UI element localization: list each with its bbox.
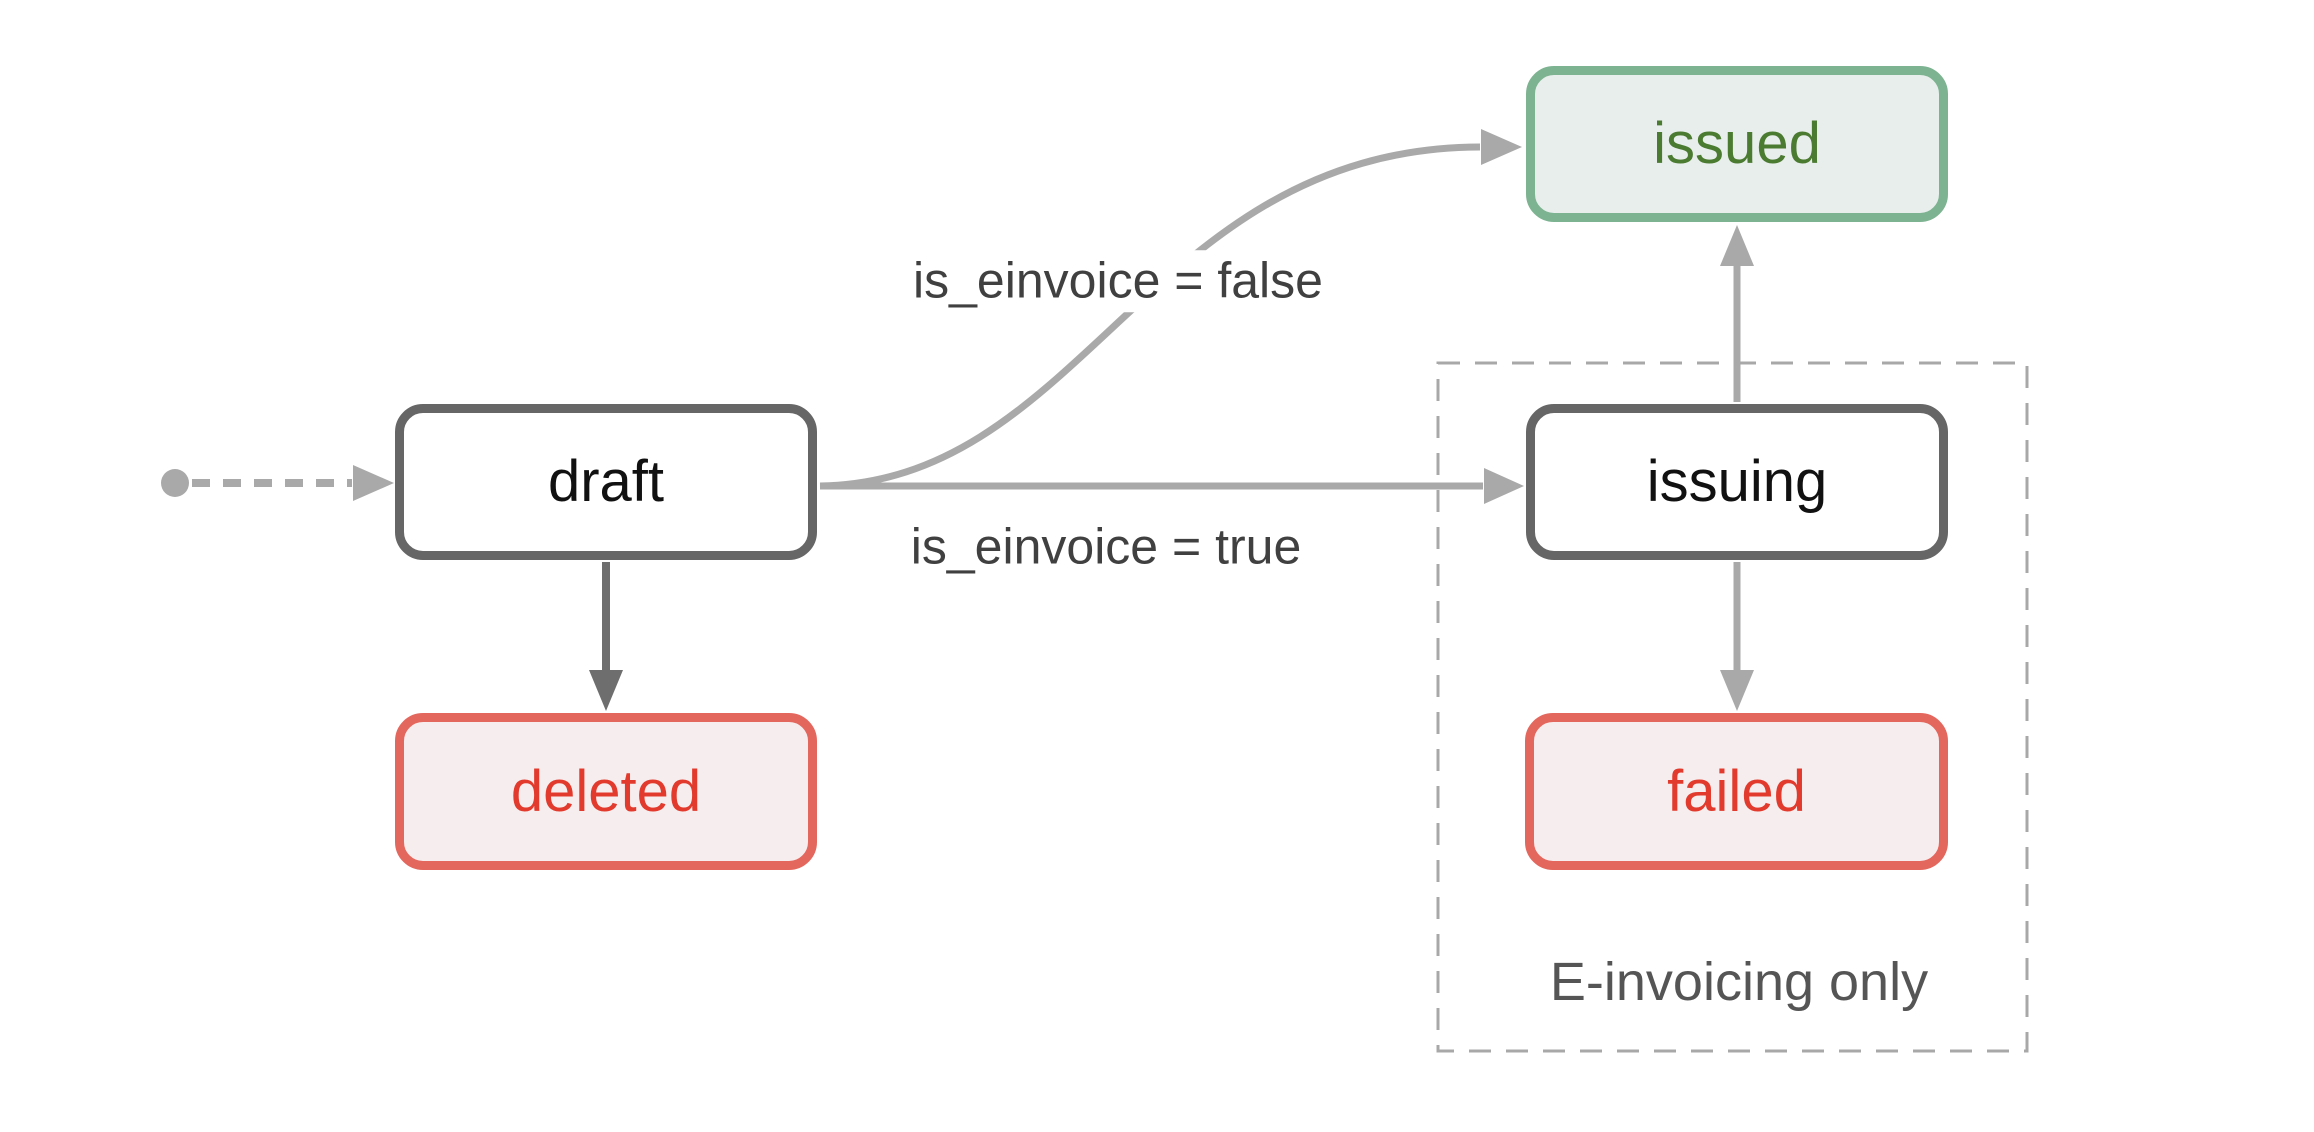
state-node-failed: failed	[1525, 713, 1948, 870]
state-node-issuing: issuing	[1526, 404, 1948, 560]
arrowhead-start-to-draft	[353, 465, 394, 501]
arrowhead-draft-to-issuing	[1484, 468, 1524, 504]
edge-draft-to-issued	[819, 143, 1481, 490]
state-node-draft: draft	[395, 404, 817, 560]
einvoicing-group-label: E-invoicing only	[1549, 952, 1929, 1012]
einvoicing-group-box	[1436, 361, 2029, 1053]
arrowhead-draft-to-issued	[1481, 129, 1522, 165]
edge-label-is-einvoice-false: is_einvoice = false	[899, 250, 1337, 312]
state-node-deleted: deleted	[395, 713, 817, 870]
edge-label-is-einvoice-true: is_einvoice = true	[896, 516, 1316, 578]
state-node-issued: issued	[1526, 66, 1948, 222]
arrowhead-issuing-to-failed	[1720, 670, 1754, 711]
arrowhead-draft-to-deleted	[589, 670, 623, 711]
arrowhead-issuing-to-issued	[1720, 225, 1754, 266]
start-state-dot	[161, 469, 189, 497]
